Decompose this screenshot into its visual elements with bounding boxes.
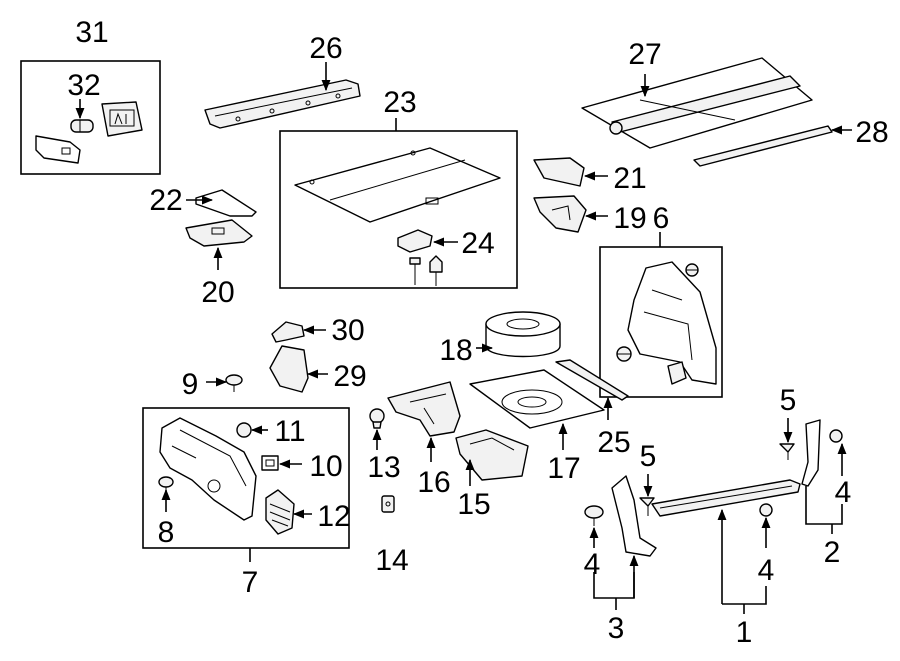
callout-11: 11 <box>274 415 305 448</box>
callout-29: 29 <box>333 360 366 393</box>
part-2-pillar-trim <box>801 419 821 487</box>
part-27-tonneau-cover <box>581 57 813 149</box>
part-26-rail <box>204 79 361 129</box>
group-box-31 <box>20 60 161 175</box>
part-14-clip <box>381 495 395 513</box>
part-10-hook <box>261 455 279 471</box>
part-30-clip <box>271 321 305 343</box>
part-18-spare-tire <box>485 311 561 358</box>
part-6-clip-a <box>685 263 699 277</box>
part-31-lamp-lens <box>35 135 81 164</box>
part-17-spare-tray <box>469 369 605 429</box>
bracket-2 <box>805 486 843 525</box>
callout-15: 15 <box>457 488 490 521</box>
callout-26: 26 <box>309 32 342 65</box>
part-21-cover <box>533 157 585 187</box>
part-5-clip-a <box>639 497 655 516</box>
part-4-clip-c <box>829 429 843 443</box>
group-box-7 <box>142 407 350 549</box>
part-7-side-panel <box>159 417 257 521</box>
group-box-6 <box>599 246 723 398</box>
part-20-tray <box>185 219 253 247</box>
part-23-screw-b <box>429 255 443 286</box>
callout-3: 3 <box>608 612 625 645</box>
part-15-tray <box>455 429 529 481</box>
callout-9: 9 <box>182 368 199 401</box>
callout-27: 27 <box>628 38 661 71</box>
callout-21: 21 <box>613 162 646 195</box>
callout-7: 7 <box>242 566 259 599</box>
callout-4b: 4 <box>758 554 775 587</box>
part-3-pillar-trim <box>611 475 657 557</box>
part-11-nut <box>236 422 252 438</box>
callout-17: 17 <box>547 452 580 485</box>
callout-23: 23 <box>383 86 416 119</box>
callout-5b: 5 <box>640 440 657 473</box>
callout-30: 30 <box>331 314 364 347</box>
callout-31: 31 <box>75 16 108 49</box>
part-4-clip-b <box>759 503 773 517</box>
part-28-trim-strip <box>693 125 833 167</box>
part-6-clip-b <box>616 346 632 362</box>
part-29-bracket <box>269 345 309 393</box>
callout-1: 1 <box>736 616 753 649</box>
callout-13: 13 <box>367 451 400 484</box>
callout-18: 18 <box>439 334 472 367</box>
part-5-clip-b <box>779 443 795 460</box>
part-13-nut <box>369 408 385 429</box>
part-22-cover <box>195 189 257 217</box>
part-32-bulb <box>70 119 94 133</box>
part-19-bracket <box>533 195 587 233</box>
callout-4c: 4 <box>835 476 852 509</box>
part-9-push-pin <box>225 374 243 392</box>
callout-19: 19 <box>613 202 646 235</box>
callout-25: 25 <box>597 426 630 459</box>
part-12-grille <box>265 489 295 535</box>
callout-5a: 5 <box>780 384 797 417</box>
callout-10: 10 <box>309 450 342 483</box>
part-6-quarter-trim <box>627 261 717 385</box>
bracket-1 <box>722 586 767 605</box>
group-box-23 <box>279 130 518 289</box>
part-1-scuff-plate <box>651 479 801 517</box>
callout-14: 14 <box>375 544 408 577</box>
callout-12: 12 <box>317 500 350 533</box>
callout-32: 32 <box>67 69 100 102</box>
part-16-storage-box <box>387 381 461 437</box>
part-23-screw-a <box>409 257 421 285</box>
callout-28: 28 <box>855 116 888 149</box>
callout-20: 20 <box>201 276 234 309</box>
part-23-deck-board <box>294 147 501 223</box>
part-24-clip <box>397 229 433 253</box>
part-4-clip-a <box>584 505 604 526</box>
callout-16: 16 <box>417 466 450 499</box>
callout-4a: 4 <box>584 548 601 581</box>
part-31-lamp-housing <box>101 101 143 137</box>
callout-6: 6 <box>653 202 670 235</box>
callout-24: 24 <box>461 227 494 260</box>
callout-2: 2 <box>824 536 841 569</box>
part-25-plate <box>555 359 629 401</box>
callout-22: 22 <box>149 184 182 217</box>
callout-8: 8 <box>158 516 175 549</box>
